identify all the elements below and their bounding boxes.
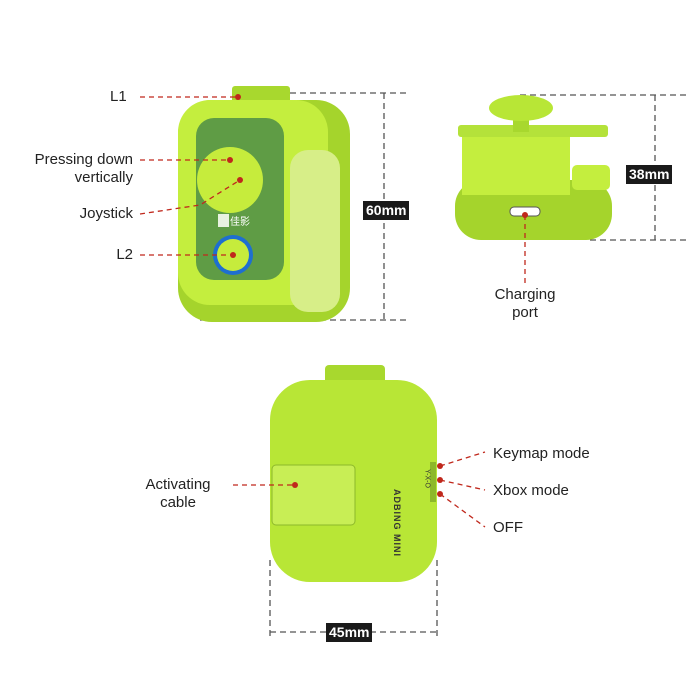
leader-lines [139,96,526,528]
label-joystick: Joystick [79,205,133,222]
dimension-height-side: 38mm [626,165,673,184]
label-xbox-mode: Xbox mode [493,482,569,499]
label-l1: L1 [110,88,127,105]
label-off: OFF [493,519,523,536]
brand-text: ADBING MINI [392,489,402,557]
marker-dots [227,94,528,497]
dimension-height-front: 60mm [363,201,410,220]
label-pressing-down: Pressing down vertically [34,151,133,186]
label-keymap-mode: Keymap mode [493,445,590,462]
label-l2: L2 [116,246,133,263]
label-activating-cable: Activating cable [145,476,211,511]
logo: 佳影 [230,217,250,228]
front-view-device [178,86,350,322]
switch-marks: Y-X-O [423,469,431,488]
back-view-device [270,365,437,582]
label-charging-port: Charging port [494,286,556,321]
dimension-width: 45mm [326,623,373,642]
side-view-device [455,95,612,240]
